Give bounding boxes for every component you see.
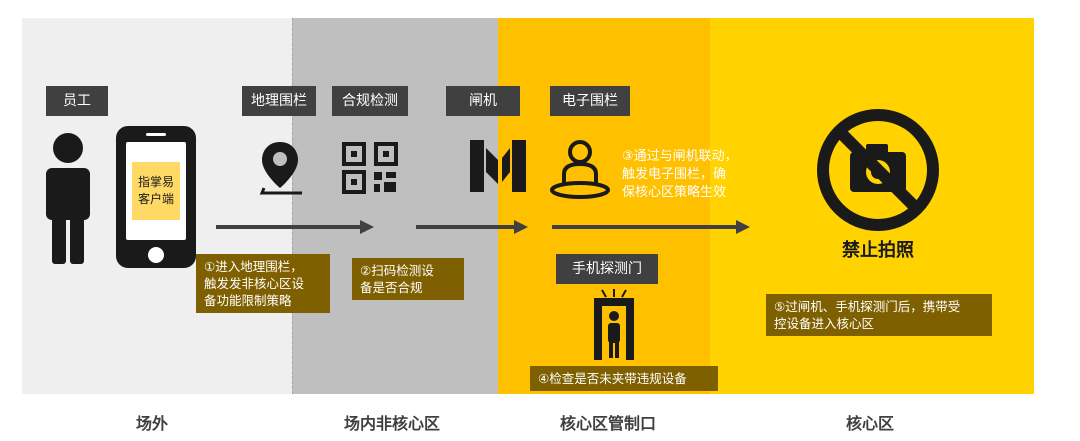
arrow-icon [552,220,750,234]
arrow-icon [216,220,374,234]
zone-title-inner: 场内非核心区 [343,414,440,433]
label-geofence: 地理围栏 [242,86,316,116]
user-fence-icon [550,140,610,199]
note-step1-line: 触发发非核心区设 [204,276,305,291]
note-step1-line: 备功能限制策略 [204,293,292,308]
note-step5-line: 控设备进入核心区 [774,316,875,331]
label-e-fence: 电子围栏 [550,86,630,116]
no-camera-icon [817,109,939,231]
note-step5-line: ⑤过闸机、手机探测门后，携带受 [774,299,961,314]
person-icon [46,133,90,264]
note-step3: ③通过与闸机联动， 触发电子围栏，确 保核心区策略生效 [622,148,762,202]
note-step1-line: ①进入地理围栏， [204,259,303,274]
note-step1: ①进入地理围栏， 触发发非核心区设 备功能限制策略 [196,254,330,313]
phone-speaker [146,133,166,136]
zone-title-gate: 核心区管制口 [559,414,656,433]
note-step4-line: ④检查是否未夹带违规设备 [538,371,687,386]
note-step2: ②扫码检测设 备是否合规 [352,258,464,300]
zone-divider [292,18,293,394]
label-phone-detector: 手机探测门 [556,254,658,284]
turnstile-icon [470,140,526,192]
note-step3-line: ③通过与闸机联动， [622,149,738,164]
label-compliance: 合规检测 [332,86,408,116]
forbidden-label: 禁止拍照 [842,240,914,261]
phone-app-line1: 指掌易 [137,175,174,189]
zone-inner [292,18,498,394]
zone-title-outside: 场外 [135,414,168,433]
note-step3-line: 保核心区策略生效 [622,185,727,200]
label-gate: 闸机 [446,86,520,116]
zone-title-core: 核心区 [845,414,894,433]
metal-detector-icon [594,289,634,360]
arrow-icon [416,220,528,234]
note-step4: ④检查是否未夹带违规设备 [530,366,718,391]
phone-home-button [148,247,164,263]
label-employee: 员工 [46,86,108,116]
phone-screen: 指掌易 客户端 [126,142,186,240]
note-step3-line: 触发电子围栏，确 [622,167,727,182]
phone-app-line2: 客户端 [137,192,174,206]
location-pin-icon [259,142,302,195]
phone-app-card: 指掌易 客户端 [132,162,180,220]
note-step5: ⑤过闸机、手机探测门后，携带受 控设备进入核心区 [766,294,992,336]
zone-gate [498,18,710,394]
phone-icon: 指掌易 客户端 [116,126,196,268]
qr-code-icon [342,142,398,194]
note-step2-line: 备是否合规 [360,280,423,295]
note-step2-line: ②扫码检测设 [360,263,434,278]
